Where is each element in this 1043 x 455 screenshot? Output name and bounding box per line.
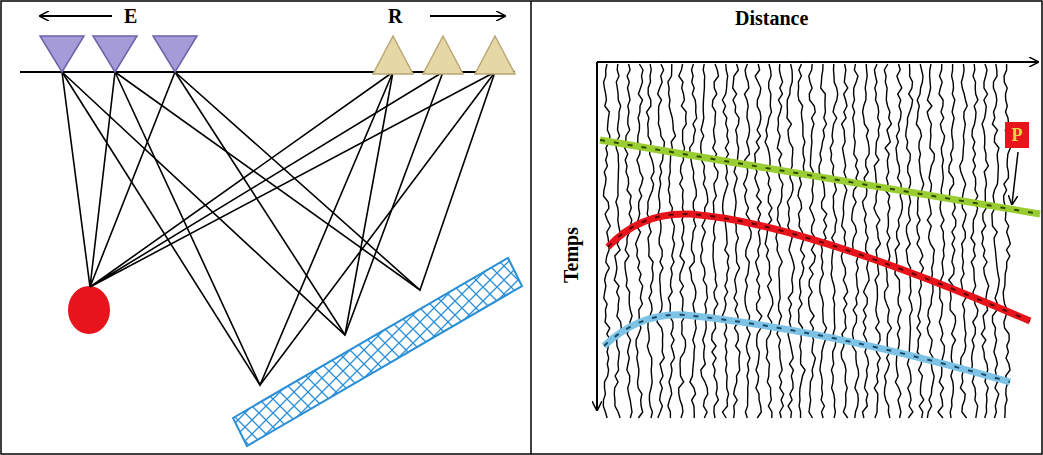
trace xyxy=(657,64,664,418)
ray-paths xyxy=(62,72,495,385)
trace xyxy=(1003,64,1010,418)
trace xyxy=(916,64,924,418)
trace xyxy=(689,64,696,418)
trace xyxy=(701,64,708,418)
trace xyxy=(830,64,838,418)
emitter-symbols xyxy=(40,36,197,72)
trace xyxy=(647,64,654,418)
reflection-event xyxy=(604,315,1010,382)
trace xyxy=(895,64,902,418)
trace xyxy=(927,64,934,418)
callout-letter: P xyxy=(1012,126,1023,144)
trace xyxy=(992,64,999,418)
direction-arrow xyxy=(40,15,112,17)
direct-event xyxy=(600,140,1040,214)
direct-event-dash xyxy=(600,140,1040,214)
diffractor-point xyxy=(68,286,110,334)
axis-label: Temps xyxy=(561,227,581,283)
trace xyxy=(755,64,762,418)
trace xyxy=(679,64,687,418)
trace xyxy=(798,64,805,418)
receiver-symbols xyxy=(373,36,515,74)
trace xyxy=(712,64,719,418)
trace xyxy=(852,64,859,418)
trace xyxy=(874,64,881,418)
direction-arrow xyxy=(430,15,505,17)
trace xyxy=(841,64,848,418)
trace xyxy=(744,64,752,418)
trace xyxy=(765,64,773,418)
text-label: Distance xyxy=(735,8,808,28)
reflection-event-dash xyxy=(604,315,1010,382)
trace xyxy=(863,64,870,418)
trace xyxy=(625,64,632,418)
callout-box: P xyxy=(1005,122,1029,148)
divider xyxy=(530,1,532,454)
trace xyxy=(733,64,740,418)
trace xyxy=(971,64,978,418)
text-label: E xyxy=(124,6,137,26)
trace xyxy=(776,64,784,418)
text-label: R xyxy=(388,6,402,26)
trace xyxy=(636,64,643,418)
trace xyxy=(722,64,729,418)
trace xyxy=(884,64,891,418)
time-axis xyxy=(596,62,598,410)
distance-axis xyxy=(597,61,1038,63)
diffraction-event xyxy=(608,214,1030,321)
reflector-layer xyxy=(233,258,522,446)
trace xyxy=(787,64,794,418)
trace xyxy=(668,64,676,418)
diffraction-event-dash xyxy=(608,214,1030,321)
leader-arrow xyxy=(1012,152,1018,204)
trace xyxy=(906,64,913,418)
trace xyxy=(981,64,988,418)
